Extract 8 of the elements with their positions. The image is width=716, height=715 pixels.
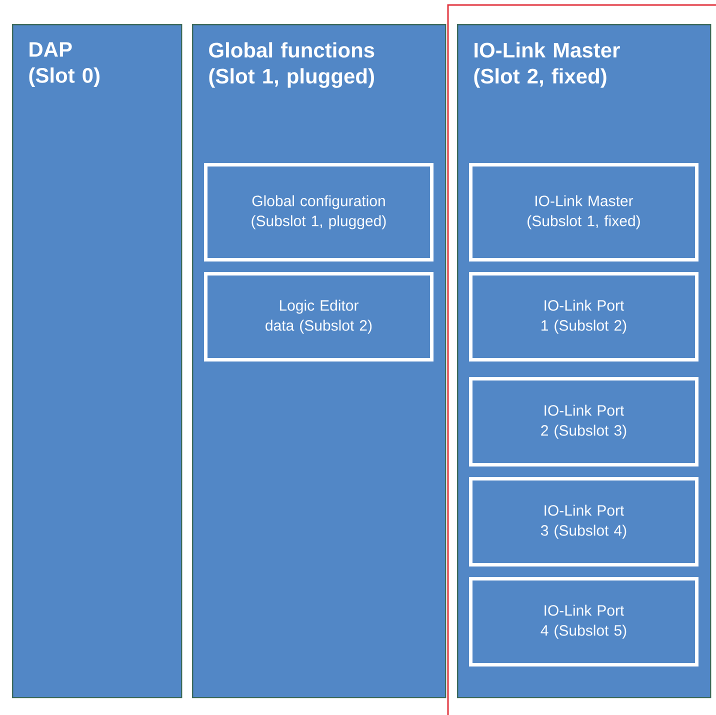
subslot-box: IO-Link Port 3 (Subslot 4) xyxy=(469,477,698,566)
subslot-box: IO-Link Port 2 (Subslot 3) xyxy=(469,377,698,466)
subslot-box: IO-Link Port 1 (Subslot 2) xyxy=(469,272,698,362)
slot-column: DAP (Slot 0) xyxy=(12,24,182,698)
subslot-box: Logic Editor data (Subslot 2) xyxy=(204,272,434,362)
subslot-box: IO-Link Port 4 (Subslot 5) xyxy=(469,576,698,666)
subslot-box: Global configuration (Subslot 1, plugged) xyxy=(204,163,434,262)
subslot-box: IO-Link Master (Subslot 1, fixed) xyxy=(469,163,698,262)
